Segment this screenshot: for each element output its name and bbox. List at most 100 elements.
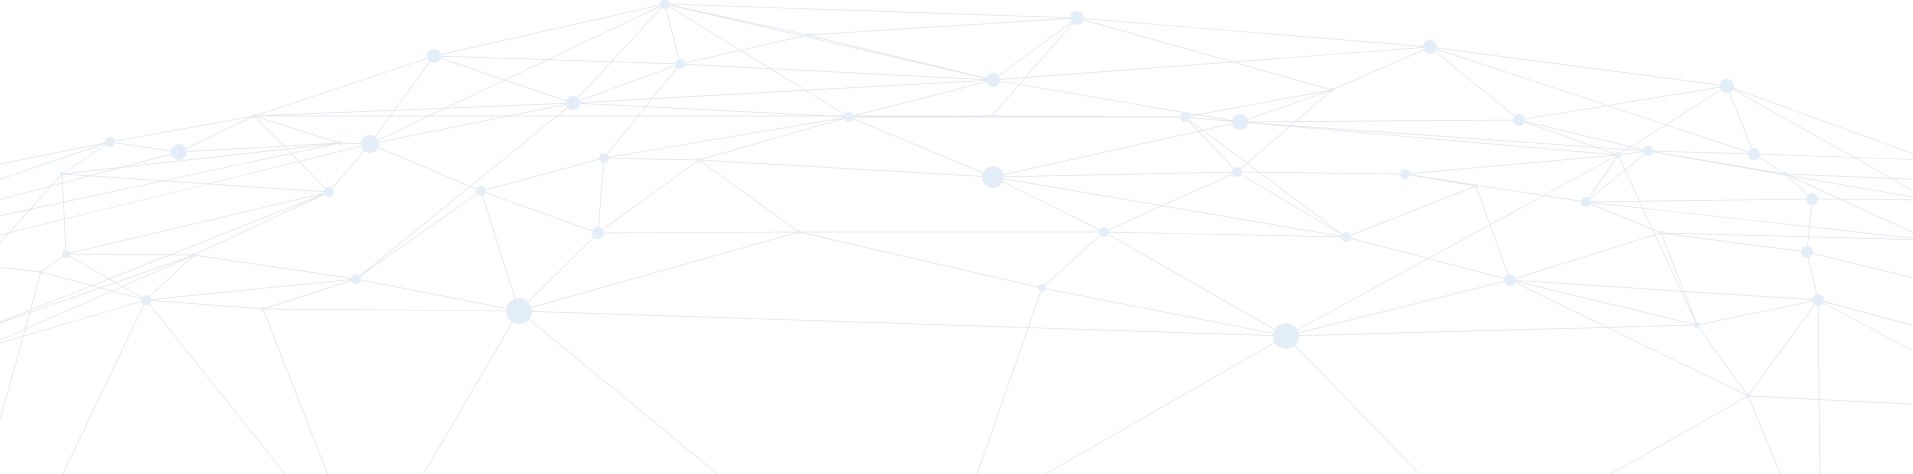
mesh-edge bbox=[992, 79, 1241, 123]
mesh-edge bbox=[65, 191, 330, 255]
mesh-edge bbox=[1660, 232, 1913, 240]
mesh-edge bbox=[1585, 154, 1619, 203]
mesh-edge bbox=[1817, 299, 1821, 474]
mesh-node bbox=[990, 114, 994, 118]
mesh-node bbox=[986, 73, 1000, 87]
mesh-edge bbox=[65, 253, 147, 301]
mesh-node bbox=[39, 270, 43, 274]
mesh-node bbox=[1615, 152, 1621, 158]
mesh-edge bbox=[1509, 279, 1819, 301]
mesh-edge bbox=[253, 55, 435, 117]
mesh-edge bbox=[480, 190, 599, 234]
mesh-edge bbox=[597, 157, 605, 234]
edges-layer bbox=[0, 3, 1913, 474]
mesh-edge bbox=[109, 115, 255, 143]
mesh-node bbox=[1748, 148, 1760, 160]
mesh-node bbox=[1801, 246, 1813, 258]
mesh-node bbox=[797, 230, 801, 234]
mesh-edge bbox=[0, 141, 111, 165]
mesh-edge bbox=[1811, 198, 1913, 201]
mesh-edge bbox=[0, 191, 330, 323]
mesh-edge bbox=[1647, 150, 1786, 175]
mesh-edge bbox=[572, 63, 681, 104]
mesh-edge bbox=[1806, 251, 1819, 301]
mesh-node bbox=[1400, 169, 1410, 179]
mesh-edge bbox=[1806, 251, 1913, 279]
mesh-edge bbox=[193, 191, 330, 256]
mesh-edge bbox=[807, 17, 1078, 36]
mesh-node bbox=[141, 295, 151, 305]
mesh-node bbox=[1806, 193, 1818, 205]
mesh-edge bbox=[0, 141, 111, 180]
mesh-edge bbox=[664, 3, 1078, 19]
mesh-node bbox=[599, 153, 609, 163]
mesh-edge bbox=[423, 310, 520, 474]
mesh-edge bbox=[1585, 150, 1649, 203]
mesh-edge bbox=[597, 159, 700, 234]
mesh-node bbox=[1232, 114, 1248, 130]
mesh-edge bbox=[262, 308, 329, 474]
mesh-node bbox=[427, 49, 441, 63]
mesh-edge bbox=[1184, 116, 1238, 173]
mesh-node bbox=[566, 96, 580, 110]
mesh-edge bbox=[145, 278, 357, 301]
mesh-edge bbox=[848, 115, 993, 118]
mesh-edge bbox=[1236, 171, 1347, 238]
mesh-node bbox=[261, 307, 265, 311]
mesh-node bbox=[697, 158, 701, 162]
mesh-edge bbox=[698, 159, 800, 233]
mesh-edge bbox=[178, 115, 255, 153]
mesh-node bbox=[1746, 394, 1750, 398]
mesh-edge bbox=[1076, 17, 1333, 91]
mesh-edge bbox=[253, 115, 330, 193]
mesh-edge bbox=[433, 55, 574, 104]
mesh-edge bbox=[369, 143, 482, 192]
mesh-edge bbox=[1041, 287, 1287, 337]
mesh-edge bbox=[992, 176, 1105, 233]
mesh-edge bbox=[807, 34, 994, 81]
mesh-node bbox=[982, 166, 1004, 188]
mesh-node bbox=[675, 59, 685, 69]
mesh-node bbox=[806, 33, 810, 37]
mesh-edge bbox=[0, 266, 42, 273]
mesh-edge bbox=[1817, 299, 1913, 352]
mesh-edge bbox=[145, 299, 286, 474]
mesh-edge bbox=[328, 143, 371, 193]
mesh-edge bbox=[1509, 279, 1749, 397]
mesh-edge bbox=[61, 173, 67, 255]
mesh-edge bbox=[679, 63, 994, 81]
mesh-edge bbox=[65, 253, 195, 256]
mesh-edge bbox=[1747, 395, 1781, 474]
mesh-node bbox=[1694, 322, 1700, 328]
mesh-node bbox=[1812, 294, 1824, 306]
mesh-edge bbox=[61, 173, 330, 193]
mesh-edge bbox=[1509, 279, 1698, 326]
mesh-node bbox=[351, 274, 361, 284]
mesh-edge bbox=[1239, 121, 1649, 152]
mesh-edge bbox=[1429, 46, 1755, 155]
mesh-edge bbox=[1239, 89, 1333, 123]
mesh-node bbox=[1783, 172, 1787, 176]
mesh-edge bbox=[1404, 173, 1587, 203]
mesh-node bbox=[324, 187, 334, 197]
mesh-edge bbox=[1753, 153, 1786, 175]
mesh-edge bbox=[1236, 171, 1406, 175]
mesh-edge bbox=[1726, 85, 1755, 155]
mesh-edge bbox=[1184, 89, 1333, 118]
mesh-node bbox=[1504, 274, 1516, 286]
mesh-edge bbox=[1518, 119, 1649, 152]
mesh-node bbox=[1474, 184, 1478, 188]
mesh-node bbox=[105, 137, 115, 147]
mesh-edge bbox=[679, 34, 809, 65]
mesh-edge bbox=[1747, 299, 1819, 397]
mesh-edge bbox=[1404, 154, 1619, 175]
mesh-edge bbox=[664, 3, 850, 118]
mesh-edge bbox=[1660, 232, 1808, 253]
mesh-edge bbox=[0, 173, 63, 244]
mesh-edge bbox=[262, 308, 520, 312]
mesh-edge bbox=[193, 254, 357, 280]
mesh-edge bbox=[603, 157, 700, 161]
mesh-node bbox=[252, 114, 256, 118]
mesh-edge bbox=[991, 115, 1186, 118]
mesh-node bbox=[1643, 146, 1653, 156]
